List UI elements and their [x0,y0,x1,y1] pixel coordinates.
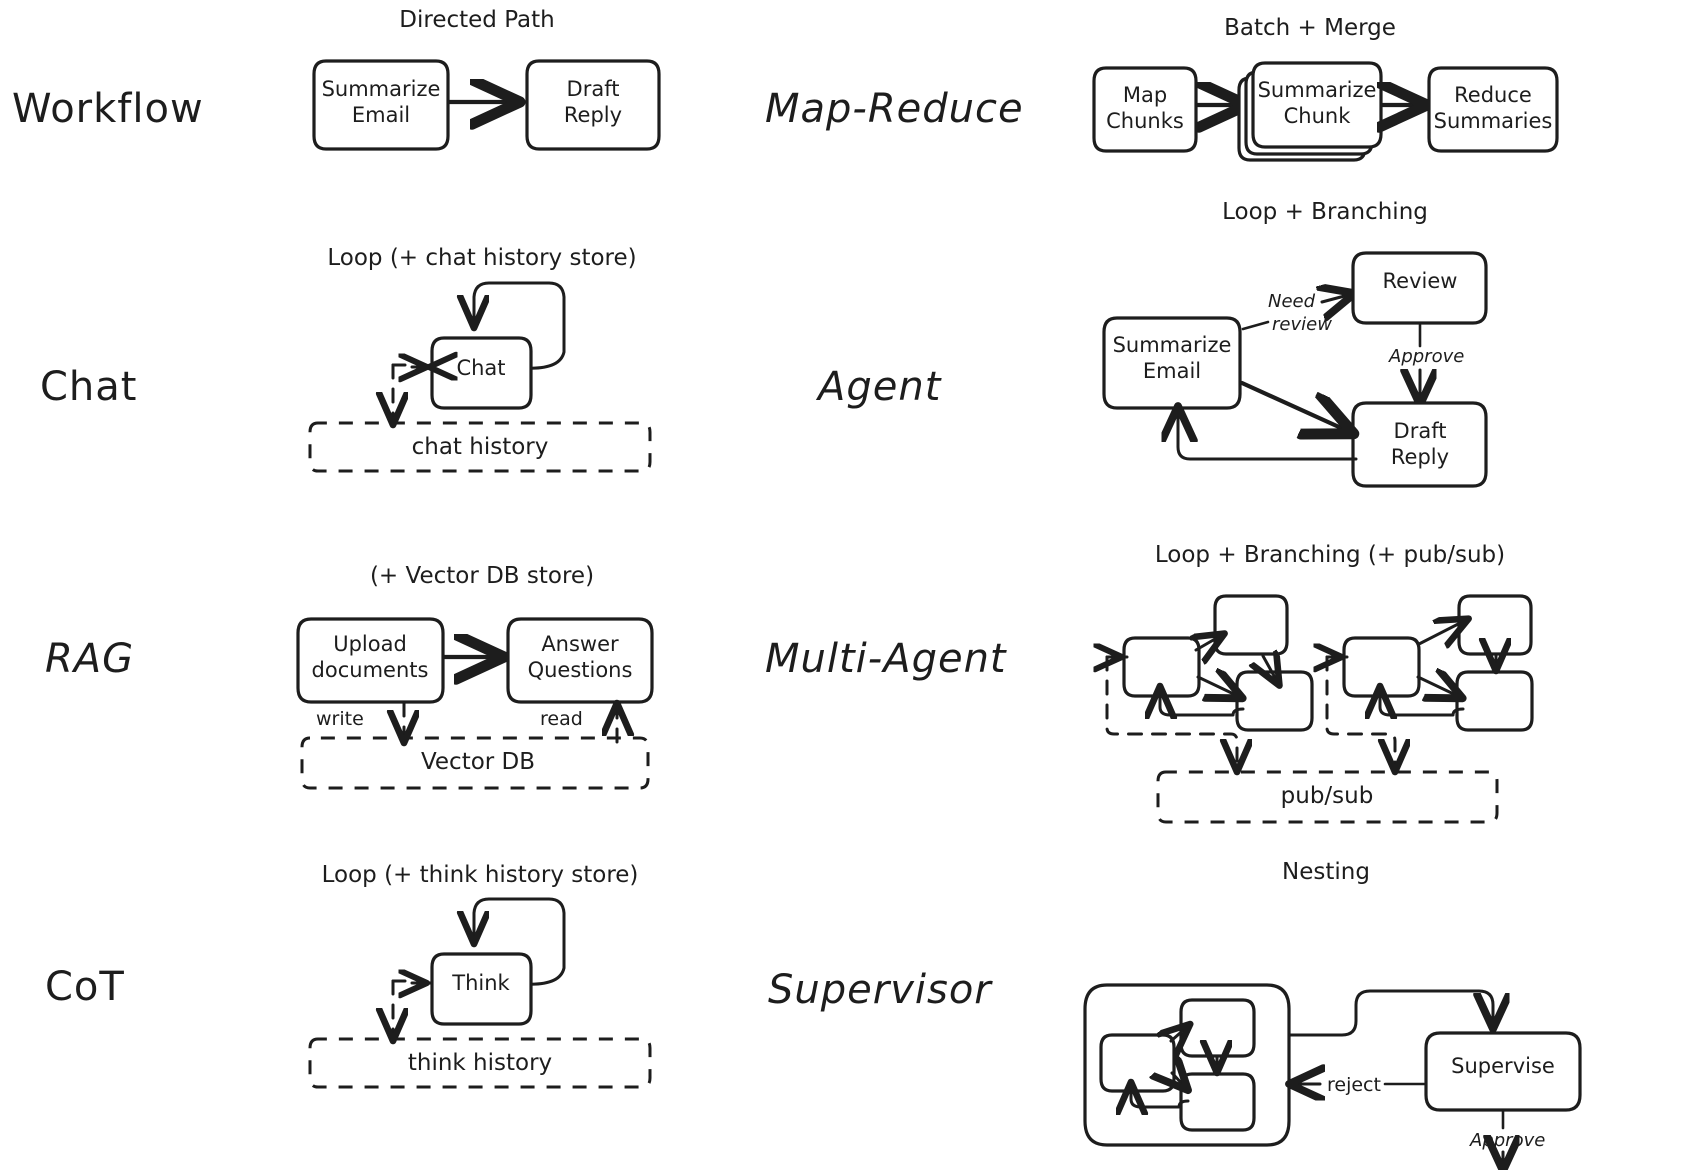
agent-node1-line2: Email [1143,359,1201,383]
multiagent-a-outflow [1105,655,1237,769]
workflow-node2-line2: Reply [564,103,622,127]
agent-edge-need-label: Need [1268,291,1316,312]
multiagent-b-node-left[interactable] [1342,636,1421,698]
multiagent-store-pubsub: pub/sub [1156,770,1499,824]
multiagent-row-label: Multi-Agent [765,636,1007,682]
supervisor-inner-node-top[interactable] [1179,998,1256,1058]
mapreduce-node-map-chunks[interactable]: Map Chunks [1092,66,1198,153]
rag-store-label: Vector DB [421,749,535,775]
agent-edge-approve-label: Approve [1388,346,1464,367]
agent-edge-to-draft [1239,380,1350,432]
mapreduce-node3-line2: Summaries [1434,109,1553,133]
cot-node[interactable]: Think [430,952,533,1026]
rag-edge-read-label: read [540,708,583,730]
agent-node2-label: Review [1383,269,1458,293]
agent-caption: Loop + Branching [1222,199,1428,225]
supervisor-edge-to-supervise [1288,989,1493,1037]
mapreduce-node3-line1: Reduce [1454,83,1532,107]
multiagent-cluster-a[interactable] [1122,594,1314,732]
mapreduce-node2-line2: Chunk [1284,104,1352,128]
supervisor-edge-left-right [1172,1073,1186,1088]
rag-edge-write-label: write [316,708,364,730]
chat-store-chat-history: chat history [308,421,652,473]
rag-node1-line1: Upload [333,632,407,656]
mapreduce-node2-line1: Summarize [1258,78,1377,102]
agent-edge-to-review [1322,294,1352,302]
multiagent-cluster-b[interactable] [1342,594,1534,732]
multiagent-a-node-left[interactable] [1122,636,1201,698]
multiagent-a-edge-right-left [1160,689,1245,715]
workflow-row-label: Workflow [12,86,204,132]
agent-edge-loop-back [1178,409,1358,461]
rag-row-label: RAG [45,636,134,682]
multiagent-b-outflow [1325,655,1395,769]
supervisor-edge-left-top [1171,1026,1188,1041]
rag-node-answer-questions[interactable]: Answer Questions [506,617,654,704]
chat-caption: Loop (+ chat history store) [327,245,636,271]
supervisor-inner-node-right[interactable] [1179,1072,1256,1132]
agent-node-draft-reply[interactable]: Draft Reply [1351,401,1488,488]
chat-node-label: Chat [456,356,505,380]
multiagent-b-node-right[interactable] [1455,670,1534,732]
cot-store-think-history: think history [308,1037,652,1089]
rag-node-upload-documents[interactable]: Upload documents [296,617,445,704]
multiagent-b-node-top[interactable] [1457,594,1533,656]
cot-caption: Loop (+ think history store) [322,862,639,888]
rag-node2-line2: Questions [528,658,633,682]
cot-row-label: CoT [45,964,125,1010]
rag-caption: (+ Vector DB store) [370,563,594,589]
supervisor-edge-reject-label: reject [1327,1074,1381,1096]
mapreduce-row-label: Map-Reduce [765,86,1024,132]
workflow-node-summarize-email[interactable]: Summarize Email [312,59,450,151]
supervisor-edge-approve-label: Approve [1469,1130,1545,1151]
supervisor-node-label: Supervise [1451,1054,1555,1078]
multiagent-a-edge-left-right [1196,677,1240,697]
mapreduce-node1-line1: Map [1123,83,1167,107]
supervisor-row-label: Supervisor [768,967,993,1013]
mapreduce-node1-line2: Chunks [1106,109,1184,133]
agent-node3-line1: Draft [1394,419,1447,443]
multiagent-a-edge-left-top [1196,635,1222,650]
agent-row-label: Agent [815,364,942,410]
chat-node[interactable]: Chat [430,336,533,410]
multiagent-a-node-top[interactable] [1213,594,1289,656]
agent-node-summarize-email[interactable]: Summarize Email [1102,316,1242,410]
chat-store-label: chat history [412,434,549,460]
cot-self-loop [474,897,566,986]
mapreduce-node-reduce-summaries[interactable]: Reduce Summaries [1427,66,1559,153]
multiagent-b-edge-right-left [1380,689,1465,715]
workflow-node-draft-reply[interactable]: Draft Reply [525,59,661,151]
cot-store-label: think history [408,1050,552,1076]
multiagent-a-edge-top-right [1263,656,1278,683]
chat-self-loop [474,281,566,370]
multiagent-b-edge-left-right [1416,677,1460,697]
workflow-node1-line1: Summarize [322,77,441,101]
multiagent-b-edge-left-top [1417,620,1466,644]
supervisor-caption: Nesting [1282,859,1370,885]
cot-node-label: Think [451,971,510,995]
supervisor-node-supervise[interactable]: Supervise [1424,1031,1582,1112]
rag-node2-line1: Answer [541,632,619,656]
agent-edge-need-review-stub [1241,320,1270,331]
multiagent-caption: Loop + Branching (+ pub/sub) [1155,542,1505,568]
supervisor-edge-right-left [1131,1085,1190,1107]
agent-node-review[interactable]: Review [1351,251,1488,325]
supervisor-inner-node-left[interactable] [1099,1033,1176,1093]
mapreduce-node-summarize-chunk[interactable]: Summarize Chunk [1251,61,1383,149]
mapreduce-caption: Batch + Merge [1224,15,1396,41]
rag-store-vector-db: Vector DB [300,736,650,790]
workflow-node1-line2: Email [352,103,410,127]
agent-edge-review-label: review [1272,314,1332,335]
multiagent-a-node-right[interactable] [1235,670,1314,732]
workflow-node2-line1: Draft [567,77,620,101]
agent-node3-line2: Reply [1391,445,1449,469]
agent-node1-line1: Summarize [1113,333,1232,357]
rag-node1-line2: documents [312,658,429,682]
multiagent-store-label: pub/sub [1281,783,1374,809]
workflow-caption: Directed Path [399,7,554,33]
chat-row-label: Chat [40,364,137,410]
